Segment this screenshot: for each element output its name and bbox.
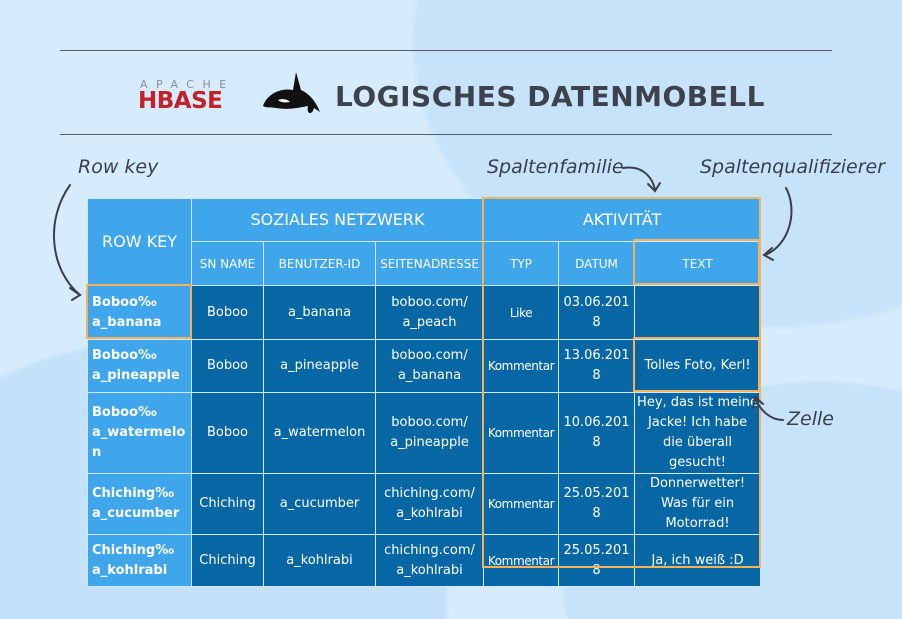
row-key-suffix: a_watermelon (92, 425, 186, 460)
data-cell: Like (483, 285, 560, 340)
data-cell: Ja, ich weiß :D (634, 534, 762, 587)
row-key-cell: Boboo‰ a_watermelon (87, 392, 192, 474)
hbase-logo: APACHE HBASE (138, 70, 323, 120)
data-cell: chiching.com/ a_kohlrabi (374, 534, 485, 587)
data-cell: 10.06.2018 (558, 392, 636, 474)
annotation-column-qualifier: Spaltenqualifizierer (700, 156, 886, 178)
arrow-column-family (622, 166, 656, 191)
data-cell: Boboo (191, 392, 264, 474)
orca-icon (263, 72, 320, 114)
column-header: SN NAME (191, 241, 264, 286)
data-cell: boboo.com/ a_pineapple (374, 392, 485, 474)
data-cell: Kommentar (483, 392, 560, 474)
data-cell: 13.06.2018 (558, 339, 636, 393)
data-cell: Chiching (191, 473, 264, 535)
row-key-suffix: a_pineapple (92, 368, 180, 383)
row-key-cell: Chiching‰ a_cucumber (87, 473, 192, 535)
row-key-cell: Chiching‰ a_kohlrabi (87, 534, 192, 587)
annotation-cell: Zelle (787, 408, 834, 430)
data-cell: Donnerwetter! Was für ein Motorrad! (634, 473, 762, 535)
row-key-prefix: Boboo‰ (92, 348, 157, 363)
row-key-suffix: a_banana (92, 314, 162, 330)
divider-bottom (60, 134, 832, 135)
arrow-row-key (53, 184, 81, 296)
row-key-suffix: a_kohlrabi (92, 562, 168, 578)
divider-top (60, 50, 832, 51)
annotation-column-family: Spaltenfamilie (487, 156, 624, 178)
column-header: TYP (483, 241, 560, 286)
page-title: LOGISCHES DATENMOBELL (335, 80, 765, 113)
data-cell: a_pineapple (263, 339, 376, 393)
data-cell: Hey, das ist meine Jacke! Ich habe die ü… (634, 392, 762, 474)
row-key-cell: Boboo‰ a_pineapple (87, 339, 192, 393)
row-key-header: ROW KEY (87, 198, 192, 286)
row-key-prefix: Chiching‰ (92, 486, 174, 501)
data-cell (634, 285, 762, 340)
data-cell: Kommentar (483, 339, 560, 393)
data-cell: 03.06.2018 (558, 285, 636, 340)
data-cell: a_banana (263, 285, 376, 340)
column-header: TEXT (634, 241, 762, 286)
row-key-suffix: a_cucumber (92, 506, 180, 521)
row-key-prefix: Boboo‰ (92, 294, 157, 310)
data-cell: 25.05.2018 (558, 534, 636, 587)
data-cell: 25.05.2018 (558, 473, 636, 535)
data-cell: Kommentar (483, 473, 560, 535)
column-header: BENUTZER-ID (263, 241, 376, 286)
data-cell: boboo.com/ a_peach (374, 285, 485, 340)
row-key-cell: Boboo‰ a_banana (87, 285, 192, 340)
data-cell: Chiching (191, 534, 264, 587)
row-key-prefix: Boboo‰ (92, 405, 157, 420)
svg-text:APACHE: APACHE (140, 78, 235, 91)
data-cell: Kommentar (483, 534, 560, 587)
data-model-table: ROW KEY SOZIALES NETZWERK AKTIVITÄT SN N… (87, 198, 762, 587)
arrow-column-qualifier (764, 187, 793, 256)
data-cell: chiching.com/ a_kohlrabi (374, 473, 485, 535)
data-cell: Boboo (191, 285, 264, 340)
svg-text:HBASE: HBASE (138, 88, 222, 114)
column-header: SEITENADRESSE (374, 241, 485, 286)
annotation-row-key: Row key (78, 156, 159, 178)
arrow-cell (754, 397, 784, 421)
row-key-prefix: Chiching‰ (92, 542, 174, 558)
